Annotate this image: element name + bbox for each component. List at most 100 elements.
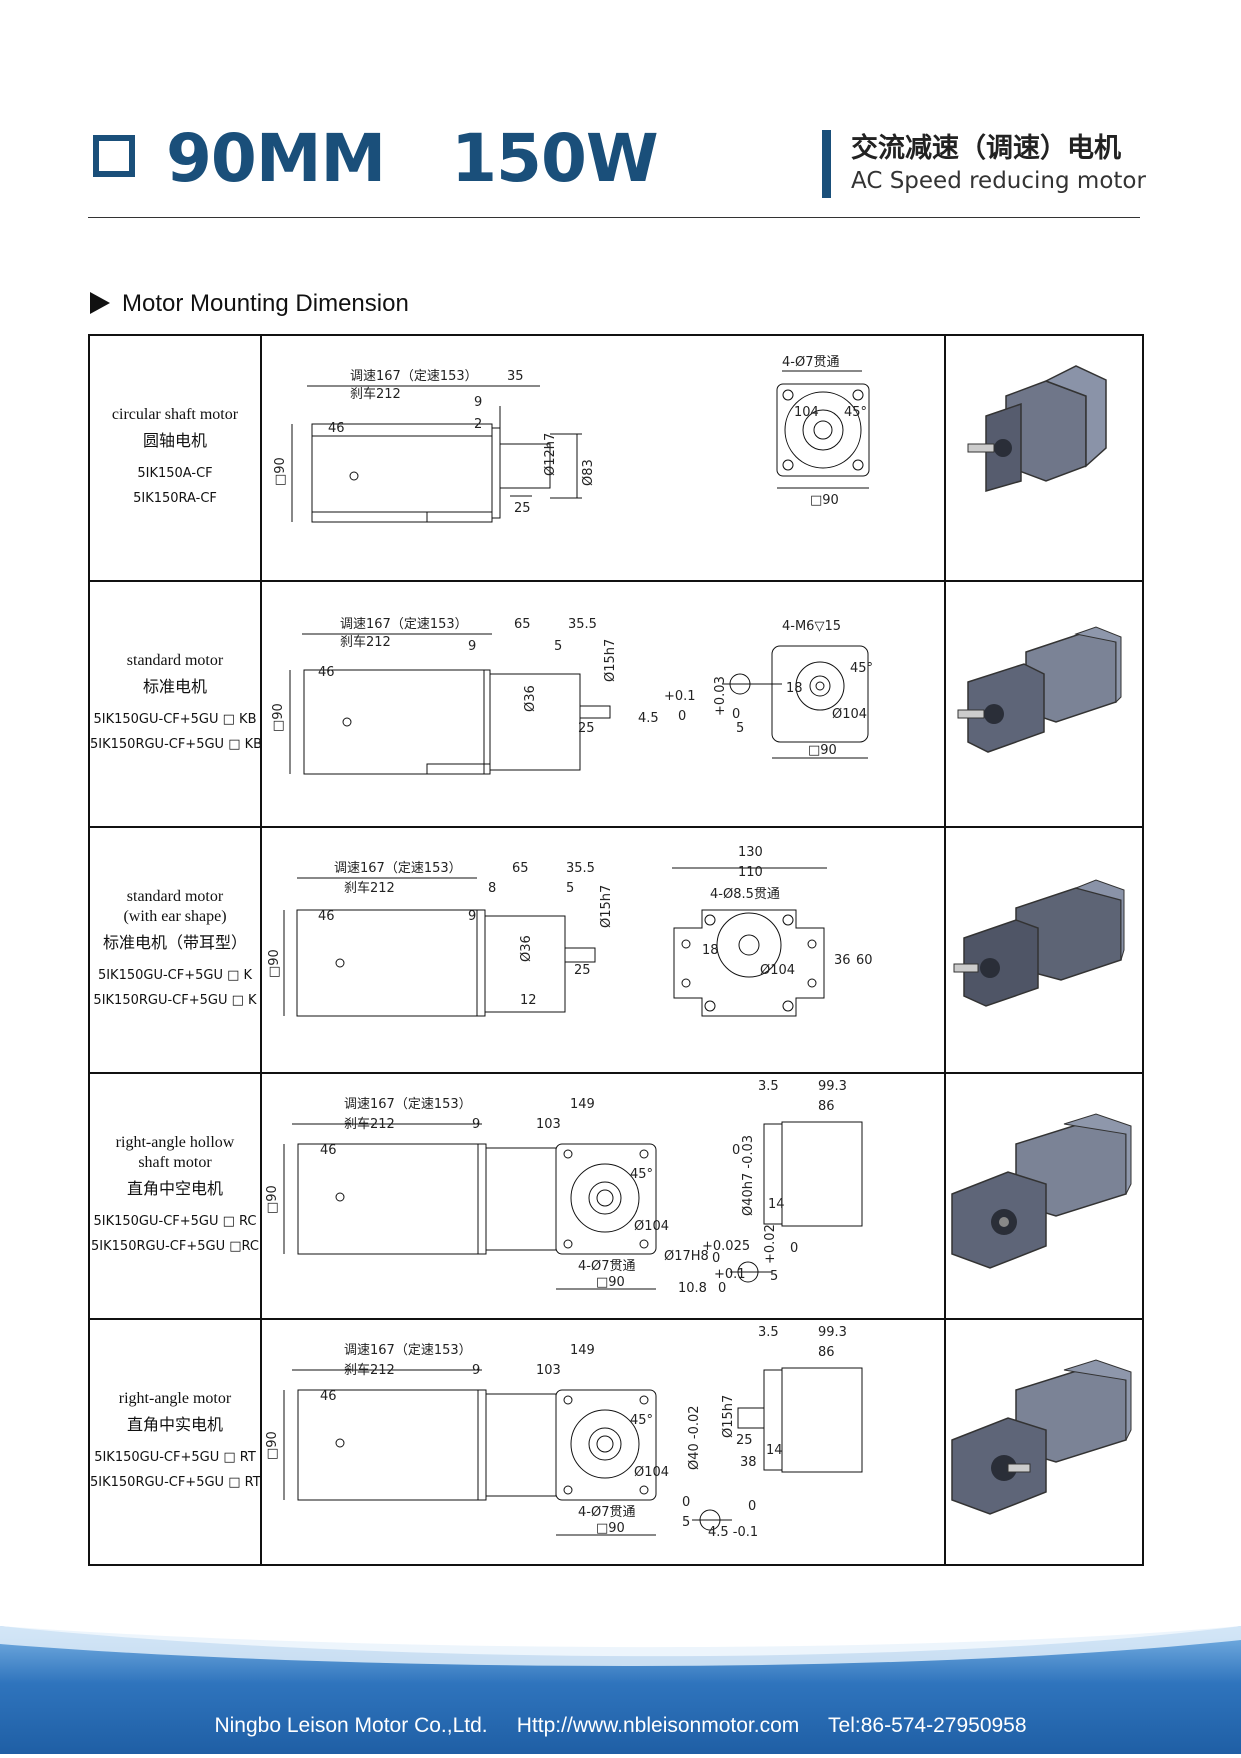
dim-label: □90 <box>265 1185 280 1214</box>
dim-label: Ø15h7 <box>599 885 614 928</box>
motor-photo-cell <box>944 1072 1144 1320</box>
dimension-drawing-cell: 调速167（定速153） 刹车212 65 35.5 9 5 46 Ø36 Ø1… <box>260 580 946 828</box>
dim-label: 65 <box>514 617 531 632</box>
dim-speed-length: 调速167（定速153） <box>334 861 462 876</box>
play-triangle-icon <box>90 292 110 314</box>
dimension-drawing-cell: 调速167（定速153） 刹车212 149 9 103 46 □90 45° … <box>260 1072 946 1320</box>
dim-label: +0.1 <box>714 1267 746 1282</box>
table-row: standard motor 标准电机 5IK150GU-CF+5GU □ KB… <box>88 580 1144 828</box>
dim-label: 25 <box>514 501 531 516</box>
dim-label: 5 <box>770 1269 778 1284</box>
dim-label: □90 <box>808 743 837 758</box>
dim-label: 14 <box>766 1443 783 1458</box>
company-name: Ningbo Leison Motor Co.,Ltd. <box>214 1714 488 1737</box>
header-divider <box>88 217 1140 218</box>
motor-label-cell: right-angle hollow shaft motor 直角中空电机 5I… <box>88 1072 262 1320</box>
model-number: 5IK150RA-CF <box>133 491 217 506</box>
motor-label-cell: standard motor 标准电机 5IK150GU-CF+5GU □ KB… <box>88 580 262 828</box>
dim-label: Ø36 <box>523 685 538 712</box>
dim-label: Ø15h7 <box>721 1395 736 1438</box>
english-subtitle: AC Speed reducing motor <box>851 168 1146 194</box>
dim-label: 86 <box>818 1345 835 1360</box>
motor-photo-cell <box>944 580 1144 828</box>
dim-label: 110 <box>738 865 763 880</box>
motor-label-cell: right-angle motor 直角中实电机 5IK150GU-CF+5GU… <box>88 1318 262 1566</box>
dim-label: 25 <box>578 721 595 736</box>
dim-label: Ø40h7 -0.03 <box>741 1135 756 1216</box>
model-number: 5IK150A-CF <box>137 466 213 481</box>
dim-label: +0.03 <box>713 676 728 716</box>
dim-label: 4.5 -0.1 <box>708 1525 758 1540</box>
motor-name-cn: 标准电机 <box>142 677 207 696</box>
dim-label: 45° <box>850 661 873 676</box>
title-square-icon <box>93 135 135 177</box>
dim-label: 35 <box>507 369 524 384</box>
dim-label: 0 <box>712 1251 720 1266</box>
dim-label: Ø15h7 <box>603 639 618 682</box>
dim-label: 46 <box>318 665 335 680</box>
motor-photo <box>951 1113 1132 1269</box>
footer-contact: Ningbo Leison Motor Co.,Ltd. Http://www.… <box>0 1714 1241 1738</box>
dim-label: 25 <box>574 963 591 978</box>
table-row: right-angle motor 直角中实电机 5IK150GU-CF+5GU… <box>88 1318 1144 1566</box>
dimension-drawing-cell: 调速167（定速153） 刹车212 149 9 103 46 □90 45° … <box>260 1318 946 1566</box>
page-title: 90MM 150W <box>166 120 659 197</box>
motor-photo-cell <box>944 1318 1144 1566</box>
dimension-drawing-cell: 调速167（定速153） 刹车212 35 9 2 46 25 Ø12h7 Ø8… <box>260 334 946 582</box>
dim-label: 149 <box>570 1097 595 1112</box>
dim-label: 25 <box>736 1433 753 1448</box>
dim-label: 35.5 <box>566 861 595 876</box>
dim-label: 45° <box>630 1413 653 1428</box>
dimension-table: circular shaft motor 圆轴电机 5IK150A-CF 5IK… <box>88 334 1144 1566</box>
dim-brake-length: 刹车212 <box>350 386 401 402</box>
chinese-title: 交流减速（调速）电机 <box>851 133 1121 164</box>
title-accent-bar <box>822 130 831 198</box>
dim-speed-length: 调速167（定速153） <box>340 617 468 632</box>
motor-label-cell: circular shaft motor 圆轴电机 5IK150A-CF 5IK… <box>88 334 262 582</box>
dim-label: 0 <box>748 1499 756 1514</box>
motor-name-cn: 直角中实电机 <box>126 1415 223 1434</box>
page-header: 90MM 150W 交流减速（调速）电机 AC Speed reducing m… <box>88 120 1146 220</box>
dim-label: 104 <box>794 405 819 420</box>
model-number: 5IK150GU-CF+5GU □ KB <box>93 712 257 727</box>
motor-photo <box>951 1359 1132 1515</box>
right-angle-hollow-drawing: 调速167（定速153） 刹车212 149 9 103 46 □90 45° … <box>265 1079 863 1296</box>
motor-photo-cell <box>944 334 1144 582</box>
dim-label: 2 <box>474 417 482 432</box>
dim-label: □90 <box>267 949 282 978</box>
table-row: right-angle hollow shaft motor 直角中空电机 5I… <box>88 1072 1144 1320</box>
circular-shaft-drawing: 调速167（定速153） 刹车212 35 9 2 46 25 Ø12h7 Ø8… <box>273 355 870 523</box>
dim-label: Ø104 <box>634 1465 669 1480</box>
model-number: 5IK150GU-CF+5GU □ K <box>97 968 253 983</box>
dim-label: 0 <box>732 707 740 722</box>
phone-number: Tel:86-574-27950958 <box>828 1714 1027 1737</box>
right-angle-motor-drawing: 调速167（定速153） 刹车212 149 9 103 46 □90 45° … <box>265 1325 863 1540</box>
dim-label: 0 <box>732 1143 740 1158</box>
motor-name-en: standard motor <box>126 888 224 905</box>
dim-label: 0 <box>790 1241 798 1256</box>
dim-label: □90 <box>265 1431 280 1460</box>
dim-label: 9 <box>472 1117 480 1132</box>
dim-label: 46 <box>320 1389 337 1404</box>
dim-label: 38 <box>740 1455 757 1470</box>
dim-label: 4-M6▽15 <box>782 619 841 634</box>
model-number: 5IK150GU-CF+5GU □ RC <box>93 1214 257 1229</box>
dim-label: 86 <box>818 1099 835 1114</box>
footer-wave <box>0 1626 1241 1754</box>
dim-label: 5 <box>682 1515 690 1530</box>
dim-label: 4-Ø8.5贯通 <box>710 887 780 902</box>
dim-label: 103 <box>536 1117 561 1132</box>
motor-name-en-sub: shaft motor <box>138 1154 212 1171</box>
dim-speed-length: 调速167（定速153） <box>350 369 478 384</box>
website-link[interactable]: Http://www.nbleisonmotor.com <box>516 1714 800 1737</box>
dim-label: □90 <box>273 457 288 486</box>
dim-label: 130 <box>738 845 763 860</box>
dim-speed-length: 调速167（定速153） <box>344 1343 472 1358</box>
dimension-drawing-cell: 调速167（定速153） 刹车212 65 35.5 8 5 9 46 Ø36 … <box>260 826 946 1074</box>
dim-brake-length: 刹车212 <box>344 1116 395 1132</box>
dim-label: 4-Ø7贯通 <box>578 1259 635 1274</box>
dim-label: 35.5 <box>568 617 597 632</box>
dim-label: 9 <box>472 1363 480 1378</box>
dim-label: Ø83 <box>581 459 596 486</box>
dim-label: +0.025 <box>702 1239 750 1254</box>
